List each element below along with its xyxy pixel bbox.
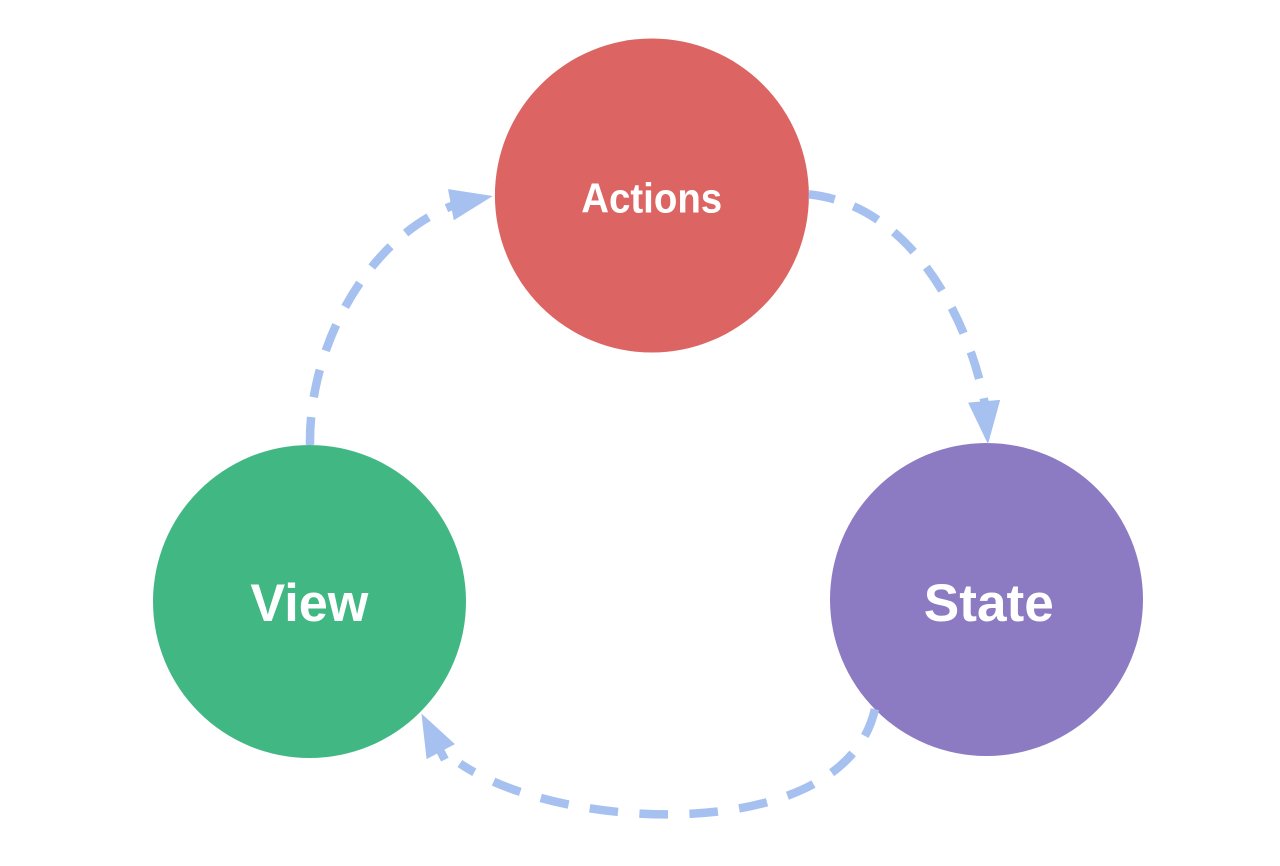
svg-text:Actions: Actions	[581, 175, 722, 222]
svg-text:View: View	[250, 574, 369, 633]
svg-text:State: State	[924, 574, 1054, 633]
